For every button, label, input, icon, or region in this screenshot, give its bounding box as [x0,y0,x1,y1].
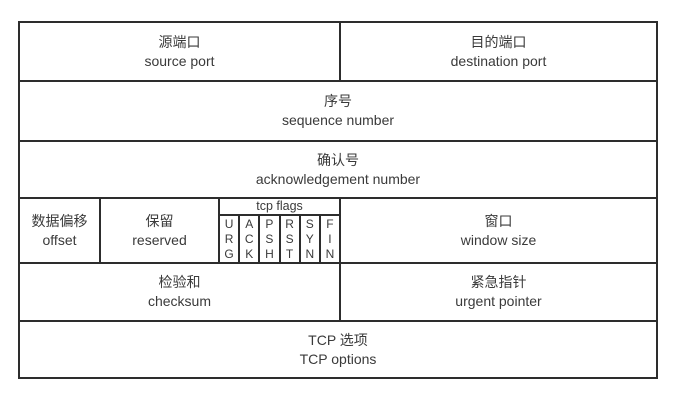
tcp-flags-header: tcp flags [220,199,339,216]
flag-ack: A C K [238,216,258,262]
reserved-label-en: reserved [132,231,187,248]
cell-sequence-number: 序号 sequence number [20,82,656,140]
urgent-pointer-label-en: urgent pointer [455,293,542,309]
flag-fin: F I N [318,216,339,262]
source-port-label-en: source port [144,52,215,69]
row-sequence-number: 序号 sequence number [20,80,656,140]
row-ports: 源端口 source port 目的端口 destination port [20,23,656,80]
tcp-flags-cells: U R G A C K P S H R S T S Y N F I N [220,216,339,262]
flag-psh: P S H [258,216,278,262]
checksum-label-zh: 检验和 [158,274,201,290]
cell-offset: 数据偏移 offset [20,199,99,262]
source-port-label-zh: 源端口 [158,33,201,50]
offset-label-zh: 数据偏移 [31,212,88,229]
tcp-header-diagram: 源端口 source port 目的端口 destination port 序号… [18,21,658,379]
reserved-label-zh: 保留 [145,212,174,229]
window-size-label-zh: 窗口 [484,212,513,229]
offset-label-en: offset [42,231,77,248]
cell-acknowledgement-number: 确认号 acknowledgement number [20,142,656,197]
acknowledgement-number-label-zh: 确认号 [317,151,359,168]
checksum-label-en: checksum [147,293,212,309]
urgent-pointer-label-zh: 紧急指针 [470,274,527,290]
cell-tcp-options: TCP 选项 TCP options [20,322,656,377]
flag-rst: R S T [278,216,299,262]
row-tcp-options: TCP 选项 TCP options [20,320,656,377]
cell-destination-port: 目的端口 destination port [339,23,656,80]
flag-syn: S Y N [298,216,319,262]
tcp-options-label-zh: TCP 选项 [308,331,368,348]
sequence-number-label-en: sequence number [281,112,395,128]
destination-port-label-zh: 目的端口 [470,33,527,50]
cell-checksum: 检验和 checksum [20,264,339,320]
row-acknowledgement-number: 确认号 acknowledgement number [20,140,656,197]
acknowledgement-number-label-en: acknowledgement number [255,170,421,187]
sequence-number-label-zh: 序号 [324,93,352,109]
cell-window-size: 窗口 window size [339,199,656,262]
window-size-label-en: window size [460,231,537,248]
tcp-options-label-en: TCP options [299,350,377,367]
destination-port-label-en: destination port [450,52,547,69]
flag-urg: U R G [224,216,234,261]
cell-reserved: 保留 reserved [99,199,218,262]
row-offset-reserved-flags-window: 数据偏移 offset 保留 reserved tcp flags U R G … [20,197,656,262]
cell-urgent-pointer: 紧急指针 urgent pointer [339,264,656,320]
cell-tcp-flags: tcp flags U R G A C K P S H R S T S Y N … [218,199,339,262]
cell-source-port: 源端口 source port [20,23,339,80]
row-checksum-urgent-pointer: 检验和 checksum 紧急指针 urgent pointer [20,262,656,320]
